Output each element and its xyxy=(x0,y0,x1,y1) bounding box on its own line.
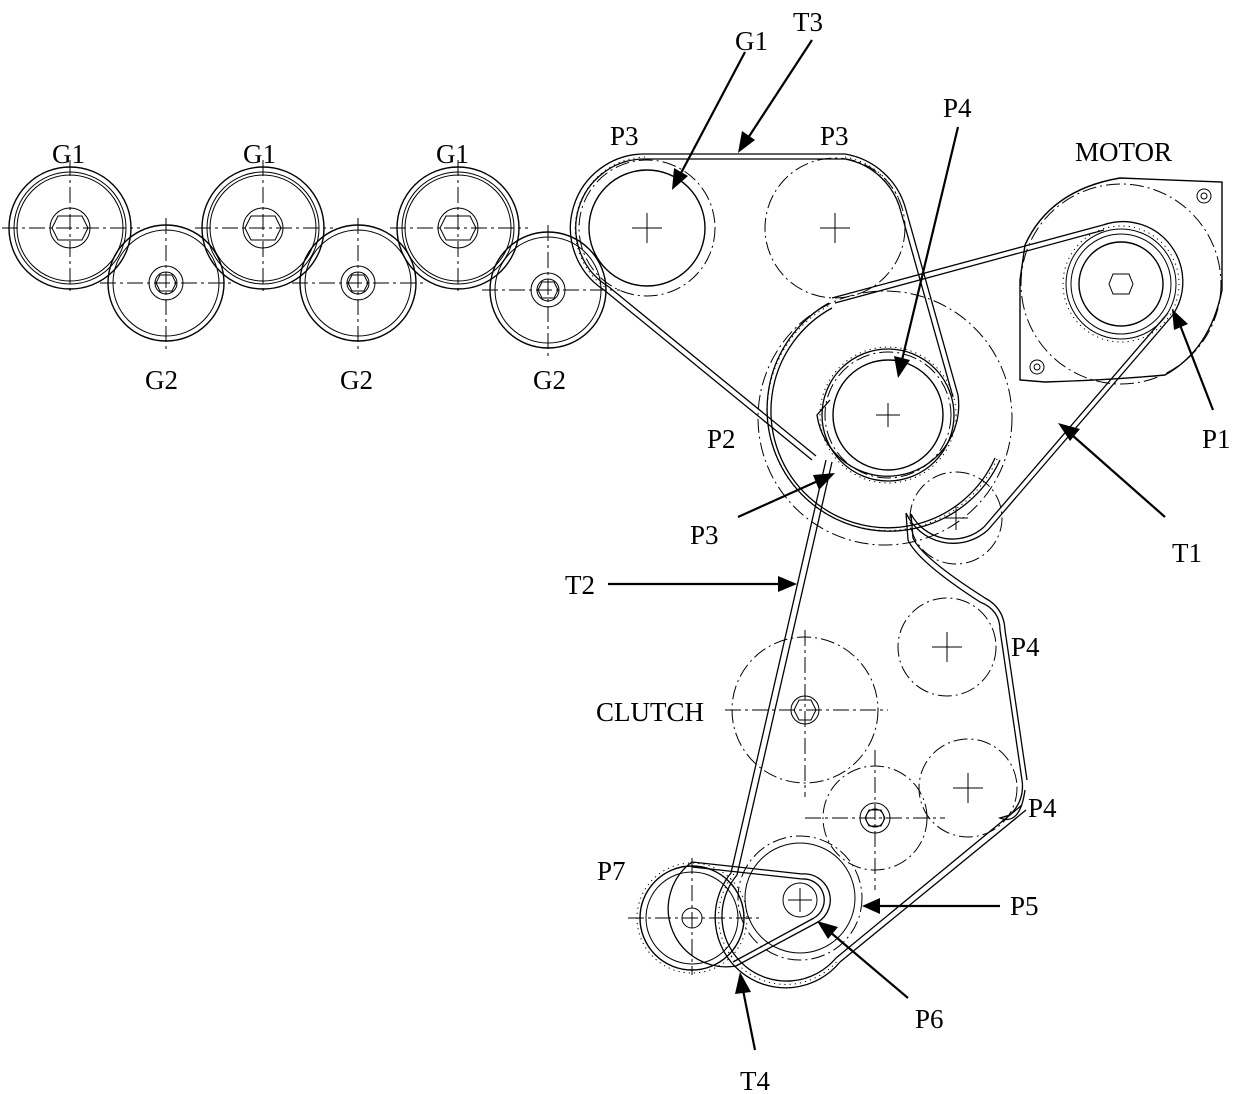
belt-t1 xyxy=(831,220,1184,531)
pulley-p4-top xyxy=(819,346,957,484)
gear-g1-mid xyxy=(195,160,333,295)
arrow-t2 xyxy=(608,576,797,592)
motor xyxy=(1019,177,1223,385)
label-g2-left: G2 xyxy=(145,365,178,395)
label-t2: T2 xyxy=(565,570,595,600)
label-p5: P5 xyxy=(1010,891,1039,921)
gear-g2-right xyxy=(482,225,620,358)
pulley-p3-right xyxy=(764,157,906,299)
arrow-p4-top xyxy=(894,126,960,378)
pulley-p2 xyxy=(757,290,1013,546)
belt-t3 xyxy=(569,153,960,477)
label-p1: P1 xyxy=(1202,424,1231,454)
pulley-p1 xyxy=(1062,225,1180,343)
arrow-g1-top xyxy=(672,51,746,190)
label-t4: T4 xyxy=(740,1066,770,1094)
gear-g1-right xyxy=(390,160,528,295)
gear-g2-left xyxy=(100,218,232,352)
label-p3-lower: P3 xyxy=(690,520,719,550)
label-p2: P2 xyxy=(707,424,736,454)
arrow-p3-lower xyxy=(737,473,835,519)
clutch xyxy=(725,630,888,797)
pulley-p3-left xyxy=(578,159,716,297)
label-g1-left: G1 xyxy=(52,139,85,169)
gear-g2-mid xyxy=(292,218,424,352)
belt-t3-diagonal xyxy=(603,286,817,461)
pulley-p4-low xyxy=(918,738,1018,838)
label-g1-top: G1 xyxy=(735,26,768,56)
arrow-t4 xyxy=(735,972,757,1051)
label-p4-top: P4 xyxy=(943,93,972,123)
arrow-p1 xyxy=(1172,309,1215,411)
label-p4-mid: P4 xyxy=(1011,632,1040,662)
label-g2-mid: G2 xyxy=(340,365,373,395)
pulley-p6 xyxy=(782,882,818,918)
pulley-p5 xyxy=(737,835,863,961)
pulley-p4-mid xyxy=(897,597,997,697)
label-p7: P7 xyxy=(597,856,626,886)
label-p6: P6 xyxy=(915,1004,944,1034)
arrow-p5 xyxy=(862,898,1000,914)
label-t3: T3 xyxy=(793,7,823,37)
belt-t4 xyxy=(667,861,831,968)
label-clutch: CLUTCH xyxy=(596,697,704,727)
pulley-hub-lower xyxy=(805,750,945,890)
label-p3-right: P3 xyxy=(820,121,849,151)
idler-pulley-upper xyxy=(905,471,1003,565)
label-g2-right: G2 xyxy=(533,365,566,395)
label-g1-mid: G1 xyxy=(243,139,276,169)
belt-t2 xyxy=(714,459,1028,989)
arrow-t1 xyxy=(1058,423,1166,518)
gear-g1-left xyxy=(2,160,140,295)
label-motor: MOTOR xyxy=(1075,137,1172,167)
pulley-p7 xyxy=(628,858,760,975)
arrow-t3 xyxy=(738,39,813,153)
label-t1: T1 xyxy=(1172,538,1202,568)
label-p3-left: P3 xyxy=(610,121,639,151)
arrow-p6 xyxy=(817,921,909,999)
label-g1-right: G1 xyxy=(436,139,469,169)
label-p4-low: P4 xyxy=(1028,793,1057,823)
